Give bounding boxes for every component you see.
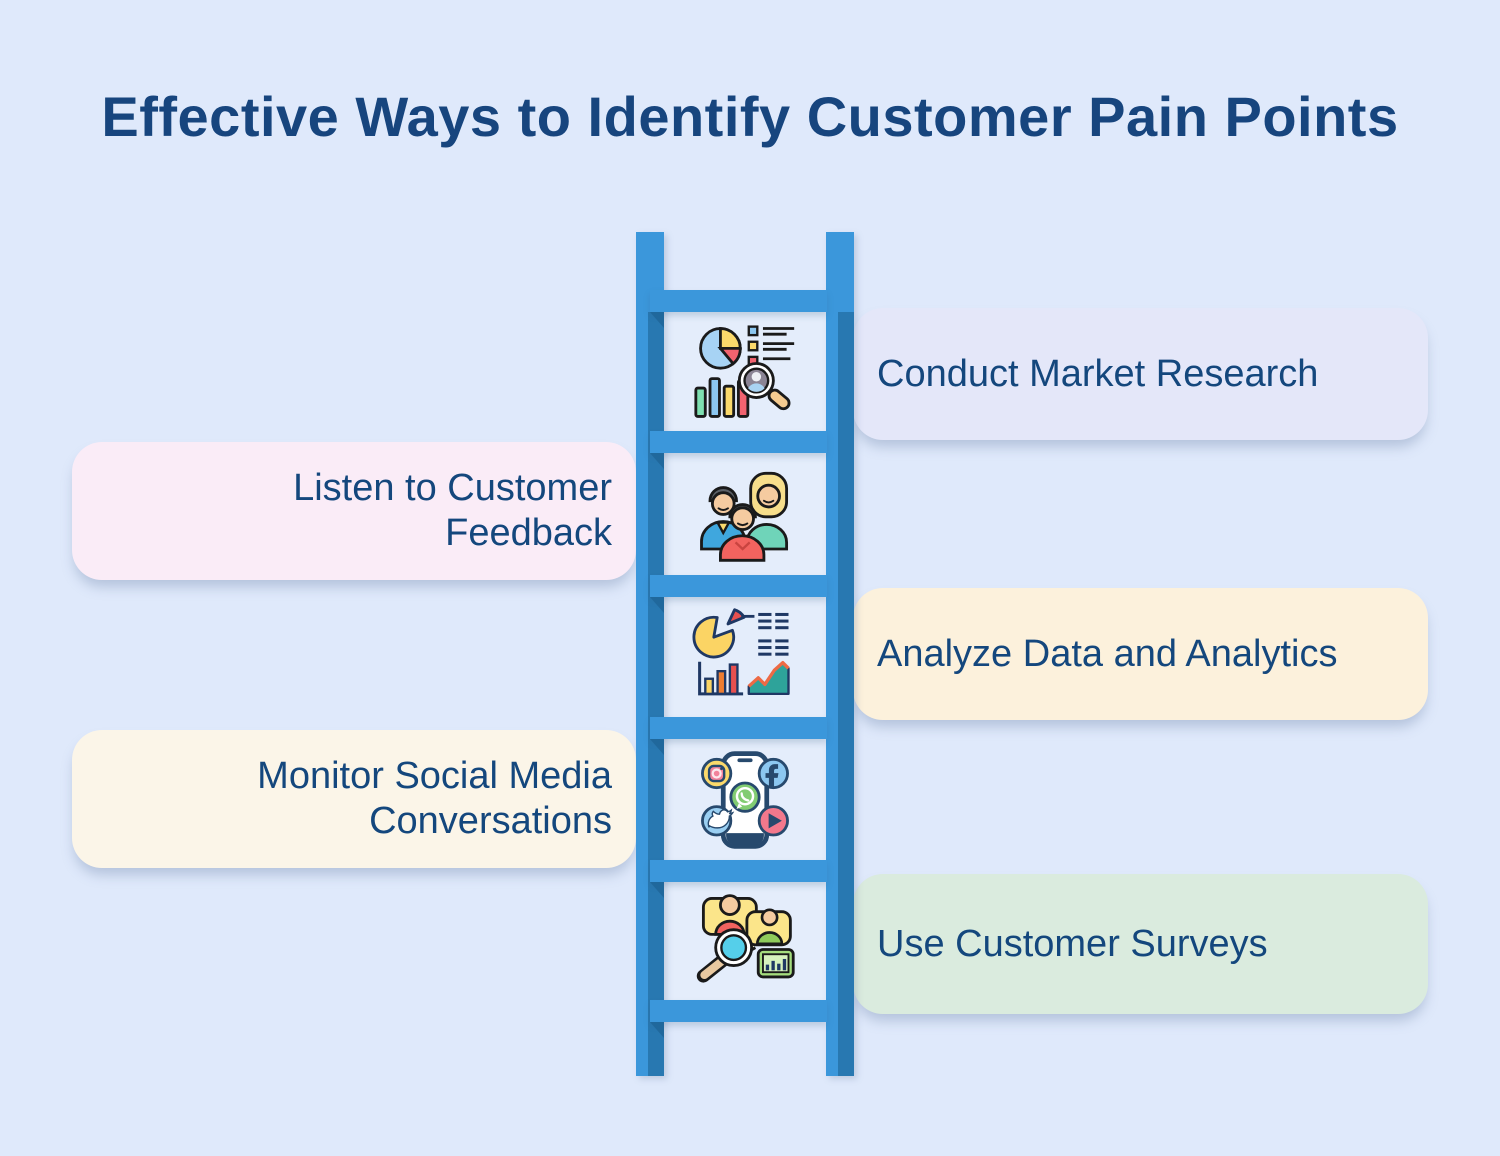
ladder-step-panel [664, 453, 826, 575]
customer-surveys-icon [696, 894, 795, 983]
ladder-graphic [636, 232, 854, 1076]
customer-feedback-icon [700, 471, 789, 562]
card-use-customer-surveys: Use Customer Surveys [853, 874, 1428, 1014]
ladder-step-panel [664, 312, 826, 431]
card-label: Listen to Customer Feedback [293, 467, 612, 554]
ladder-right-rail [826, 232, 854, 1076]
ladder-step-panel [664, 882, 826, 1000]
ladder-rung [650, 860, 827, 882]
card-label: Monitor Social Media Conversations [257, 755, 612, 842]
card-label: Use Customer Surveys [877, 922, 1268, 965]
ladder-step-panel [664, 597, 826, 717]
ladder-step-panel [664, 739, 826, 860]
data-analytics-icon [692, 608, 790, 696]
card-analyze-data-and-analytics: Analyze Data and Analytics [853, 588, 1428, 720]
ladder-left-rail [636, 232, 664, 1076]
card-label: Conduct Market Research [877, 352, 1319, 395]
card-conduct-market-research: Conduct Market Research [853, 308, 1428, 440]
card-label: Analyze Data and Analytics [877, 632, 1338, 675]
card-listen-to-customer-feedback: Listen to Customer Feedback [72, 442, 636, 580]
ladder-rung [650, 1000, 827, 1022]
page-title: Effective Ways to Identify Customer Pain… [101, 85, 1399, 148]
social-media-icon [701, 750, 789, 849]
ladder-rung [650, 575, 827, 597]
market-research-icon [694, 324, 795, 418]
ladder-rung [650, 431, 827, 453]
ladder-rung [650, 717, 827, 739]
ladder-rung [650, 290, 827, 312]
card-monitor-social-media-conversations: Monitor Social Media Conversations [72, 730, 636, 868]
